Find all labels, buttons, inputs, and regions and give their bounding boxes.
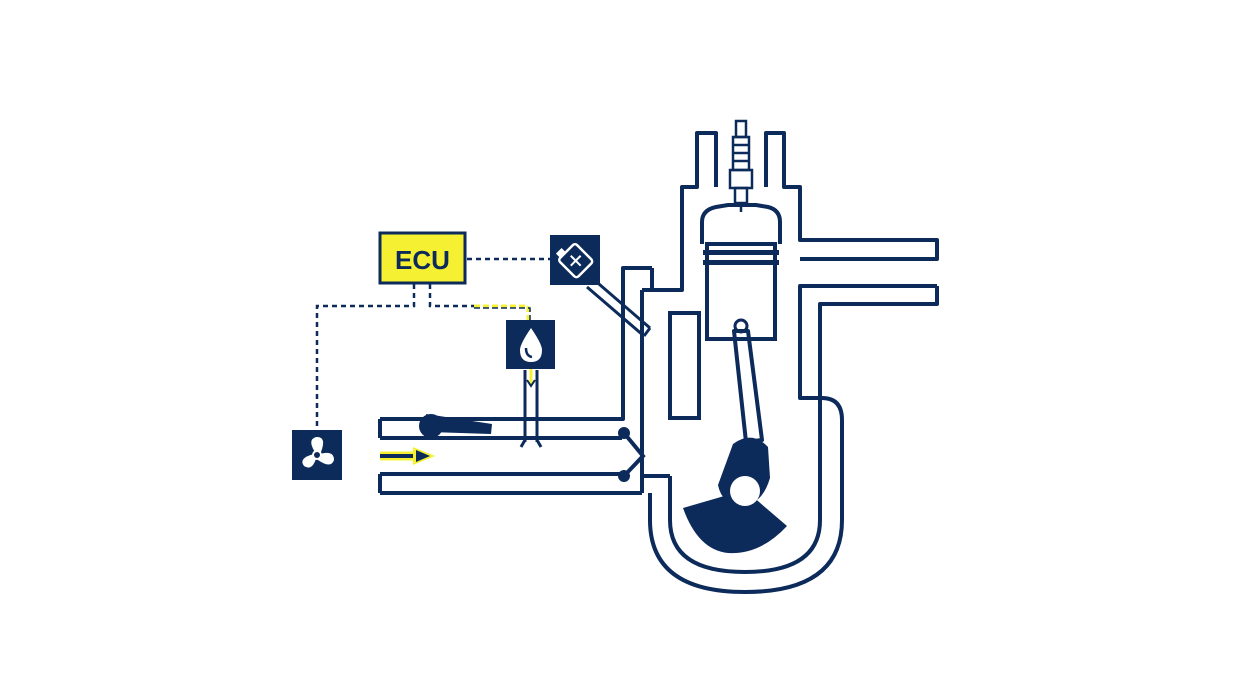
spark-plug-icon <box>728 119 754 212</box>
engine-body-outer <box>621 131 939 594</box>
fuel-drop-icon <box>506 320 555 369</box>
oil-pipe <box>586 276 652 338</box>
fan-icon <box>292 430 342 480</box>
reed-valve <box>618 427 646 482</box>
signal-wires <box>315 257 551 430</box>
ecu-label: ECU <box>395 245 450 275</box>
connecting-rod <box>732 329 764 444</box>
signal-wire-highlight-shadow <box>474 307 531 320</box>
fuel-injector <box>519 368 543 448</box>
ecu-box: ECU <box>378 231 467 285</box>
transfer-port <box>668 311 701 420</box>
signal-wire-highlight <box>474 304 530 320</box>
fuel-can-icon <box>550 235 600 285</box>
throttle-valve-icon <box>419 414 492 438</box>
piston <box>703 242 779 341</box>
intake-duct <box>378 266 652 495</box>
crankshaft <box>683 437 787 554</box>
air-flow-arrow-icon <box>380 447 435 465</box>
